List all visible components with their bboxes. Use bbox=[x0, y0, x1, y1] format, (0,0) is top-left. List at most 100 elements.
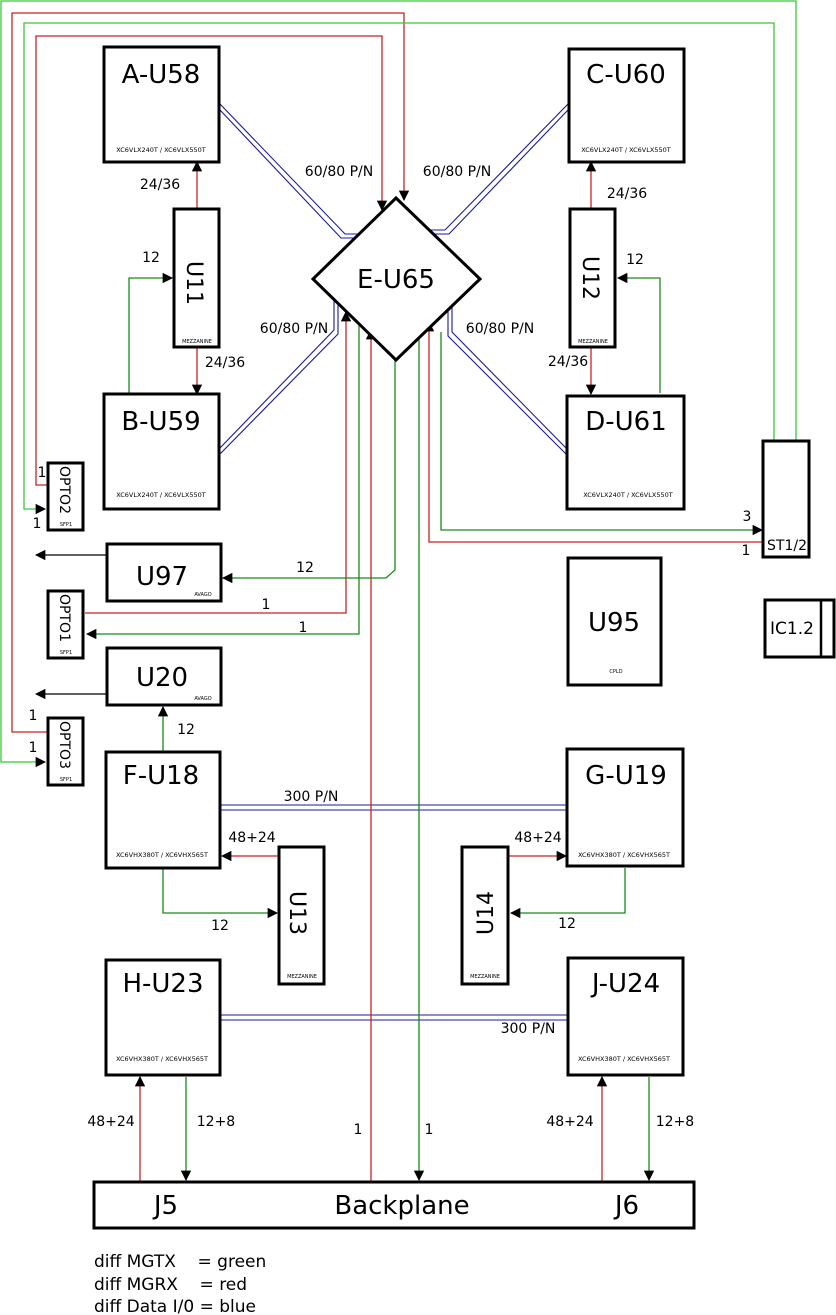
backplane-j5: J5 bbox=[152, 1191, 178, 1221]
chip-h-u23: H-U23 XC6VHX380T / XC6VHX565T bbox=[104, 958, 222, 1077]
chip-part: XC6VLX240T / XC6VLX550T bbox=[116, 491, 205, 499]
mezz-label: U14 bbox=[474, 891, 499, 935]
chip-c-u60: C-U60 XC6VLX240T / XC6VLX550T bbox=[567, 47, 686, 164]
output-arrows bbox=[34, 549, 107, 700]
chip-a-u58: A-U58 XC6VLX240T / XC6VLX550T bbox=[102, 45, 221, 164]
link-label: 1 bbox=[299, 620, 308, 636]
cpld-sub: CPLD bbox=[609, 669, 622, 675]
avago-u20: U20 AVAGO bbox=[105, 646, 223, 707]
chip-label: C-U60 bbox=[586, 60, 666, 90]
legend-green: diff MGTX = green bbox=[94, 1252, 266, 1272]
link-label: 60/80 P/N bbox=[260, 321, 328, 337]
chip-label: G-U19 bbox=[585, 761, 667, 791]
backplane-label: Backplane bbox=[334, 1191, 469, 1221]
ic-label: IC1.2 bbox=[770, 619, 814, 639]
link-label: 1 bbox=[29, 740, 38, 756]
chip-g-u19: G-U19 XC6VHX380T / XC6VHX565T bbox=[565, 747, 685, 868]
link-label: 12+8 bbox=[197, 1114, 235, 1130]
link-label: 60/80 P/N bbox=[423, 164, 491, 180]
mezz-sub: MEZZANINE bbox=[182, 339, 212, 345]
link-label: 12 bbox=[142, 250, 160, 266]
link-label: 300 P/N bbox=[501, 1021, 556, 1037]
legend-blue: diff Data I/0 = blue bbox=[94, 1297, 256, 1315]
opto-sub: SFP1 bbox=[60, 777, 72, 783]
avago-u97: U97 AVAGO bbox=[105, 542, 223, 603]
avago-sub: AVAGO bbox=[194, 696, 211, 702]
chip-part: XC6VHX380T / XC6VHX565T bbox=[116, 851, 208, 859]
st12-connector: ST1/2 bbox=[761, 439, 811, 559]
mezz-label: U11 bbox=[181, 261, 206, 305]
link-label: 24/36 bbox=[205, 355, 245, 371]
link-label: 1 bbox=[425, 1122, 434, 1138]
link-label: 24/36 bbox=[140, 177, 180, 193]
chip-e-u65: E-U65 bbox=[310, 195, 483, 363]
st-label: ST1/2 bbox=[767, 538, 807, 554]
mezz-sub: MEZZANINE bbox=[470, 974, 500, 980]
link-label: 12+8 bbox=[656, 1114, 694, 1130]
mezzanine-u12: U12 MEZZANINE bbox=[568, 207, 617, 349]
avago-sub: AVAGO bbox=[194, 592, 211, 598]
opto-label: OPTO1 bbox=[56, 594, 72, 642]
ic12: IC1.2 bbox=[763, 598, 836, 659]
link-label: 300 P/N bbox=[284, 789, 339, 805]
chip-part: XC6VHX380T / XC6VHX565T bbox=[578, 1055, 670, 1063]
avago-label: U20 bbox=[136, 663, 188, 693]
data-bus-lines bbox=[219, 103, 569, 1021]
mezz-label: U12 bbox=[577, 256, 602, 300]
opto2-sfp: OPTO2 SFP1 bbox=[46, 461, 85, 532]
chip-b-u59: B-U59 XC6VLX240T / XC6VLX550T bbox=[102, 392, 221, 511]
link-label: 1 bbox=[262, 597, 271, 613]
link-label: 12 bbox=[211, 918, 229, 934]
link-label: 1 bbox=[742, 543, 751, 559]
backplane: J5 Backplane J6 bbox=[92, 1180, 696, 1230]
chip-j-u24: J-U24 XC6VHX380T / XC6VHX565T bbox=[566, 956, 685, 1077]
chip-label: J-U24 bbox=[590, 969, 660, 999]
link-label: 60/80 P/N bbox=[466, 321, 534, 337]
link-label: 12 bbox=[626, 252, 644, 268]
mezz-label: U13 bbox=[284, 891, 309, 935]
mgtx-lines bbox=[0, 0, 797, 1182]
mezz-sub: MEZZANINE bbox=[287, 974, 317, 980]
link-label: 1 bbox=[38, 465, 47, 481]
link-label: 1 bbox=[29, 708, 38, 724]
chip-label: D-U61 bbox=[585, 407, 667, 437]
link-label: 1 bbox=[354, 1122, 363, 1138]
chip-label: H-U23 bbox=[122, 969, 203, 999]
chip-label: E-U65 bbox=[357, 265, 435, 295]
opto1-sfp: OPTO1 SFP1 bbox=[46, 589, 85, 660]
link-label: 12 bbox=[296, 560, 314, 576]
opto-sub: SFP1 bbox=[60, 650, 72, 656]
mezzanine-u11: U11 MEZZANINE bbox=[172, 207, 221, 349]
link-label: 24/36 bbox=[607, 186, 647, 202]
link-label: 60/80 P/N bbox=[305, 164, 373, 180]
link-label: 48+24 bbox=[228, 830, 275, 846]
link-labels: 60/80 P/N 60/80 P/N 60/80 P/N 60/80 P/N … bbox=[29, 164, 752, 1138]
avago-label: U97 bbox=[136, 562, 188, 592]
link-label: 12 bbox=[558, 916, 576, 932]
mezzanine-u13: U13 MEZZANINE bbox=[277, 845, 326, 986]
chip-f-u18: F-U18 XC6VHX380T / XC6VHX565T bbox=[104, 750, 222, 870]
cpld-label: U95 bbox=[588, 608, 640, 638]
legend: diff MGTX = green diff MGRX = red diff D… bbox=[94, 1252, 266, 1315]
chip-part: XC6VLX240T / XC6VLX550T bbox=[581, 146, 670, 154]
chip-part: XC6VHX380T / XC6VHX565T bbox=[578, 851, 670, 859]
mezz-sub: MEZZANINE bbox=[578, 339, 608, 345]
chip-label: A-U58 bbox=[122, 60, 201, 90]
opto-label: OPTO3 bbox=[56, 721, 72, 769]
opto-label: OPTO2 bbox=[56, 466, 72, 514]
chip-part: XC6VLX240T / XC6VLX550T bbox=[583, 491, 672, 499]
opto3-sfp: OPTO3 SFP1 bbox=[46, 716, 85, 787]
mgrx-lines bbox=[11, 12, 762, 1182]
chip-label: B-U59 bbox=[121, 407, 200, 437]
chip-label: F-U18 bbox=[123, 761, 199, 791]
link-label: 48+24 bbox=[514, 830, 561, 846]
backplane-j6: J6 bbox=[613, 1191, 639, 1221]
chip-part: XC6VLX240T / XC6VLX550T bbox=[116, 146, 205, 154]
link-label: 3 bbox=[743, 509, 752, 525]
opto-sub: SFP1 bbox=[60, 522, 72, 528]
chip-d-u61: D-U61 XC6VLX240T / XC6VLX550T bbox=[565, 394, 686, 511]
link-label: 24/36 bbox=[548, 354, 588, 370]
link-label: 1 bbox=[33, 516, 42, 532]
chip-part: XC6VHX380T / XC6VHX565T bbox=[116, 1055, 208, 1063]
